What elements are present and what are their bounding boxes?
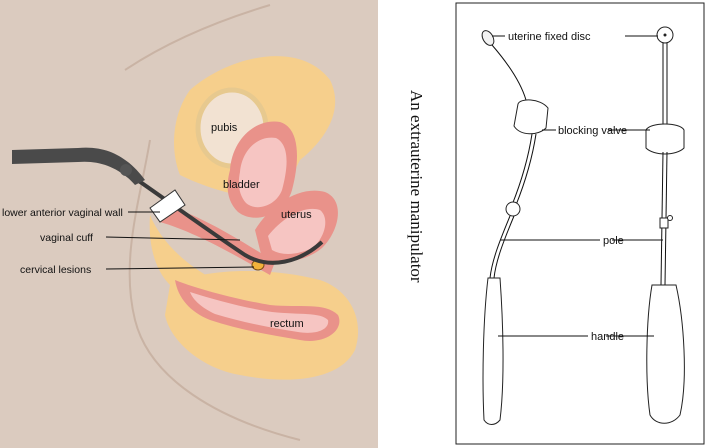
manipulator-title: An extrauterine manipulator	[407, 90, 426, 283]
uterus-cavity	[268, 208, 326, 254]
anatomy-panel: pubis bladder uterus rectum lower anteri…	[0, 0, 378, 448]
straight-manipulator-drawing	[645, 26, 685, 424]
label-lower-anterior-vaginal-wall: lower anterior vaginal wall	[2, 207, 123, 219]
straight-pole-screw	[667, 215, 673, 221]
straight-handle	[646, 284, 685, 424]
body-contour	[124, 4, 271, 71]
vaginal-blocking-cone	[149, 189, 186, 223]
label-uterus: uterus	[281, 209, 312, 221]
label-handle: handle	[591, 331, 624, 343]
inserted-manipulator-joint	[120, 164, 132, 176]
label-bladder: bladder	[223, 179, 260, 191]
rectum-lumen	[190, 292, 329, 333]
inserted-manipulator-handle	[12, 147, 145, 185]
curved-pole-upper-b	[515, 133, 537, 206]
label-cervical-lesions: cervical lesions	[20, 264, 91, 276]
manipulator-panel: uterine fixed disc blocking valve pole h…	[455, 2, 705, 445]
perineal-tissue	[149, 215, 215, 285]
label-uterine-fixed-disc: uterine fixed disc	[508, 31, 591, 43]
curved-valve	[513, 99, 549, 135]
label-pole: pole	[603, 235, 624, 247]
curved-handle	[482, 277, 504, 425]
label-rectum: rectum	[270, 318, 304, 330]
leader-vaginal-cuff	[105, 236, 241, 241]
straight-pole-clip	[659, 217, 669, 229]
curved-pole-upper-a	[511, 133, 533, 206]
curved-manipulator-drawing	[481, 30, 549, 425]
straight-valve	[645, 123, 685, 155]
curved-pole-lower-a	[489, 215, 511, 279]
label-blocking-valve: blocking valve	[558, 125, 627, 137]
curved-pole-lower-b	[493, 215, 515, 279]
curved-disc-stem	[491, 44, 527, 101]
bladder-lumen	[238, 137, 287, 208]
straight-disc-center	[663, 33, 667, 37]
leader-cervical-lesions	[105, 266, 255, 270]
inserted-manipulator-shaft	[118, 166, 324, 265]
label-vaginal-cuff: vaginal cuff	[40, 232, 93, 244]
label-pubis: pubis	[211, 122, 238, 134]
curved-joint	[505, 201, 521, 217]
perineum-contour	[128, 139, 301, 441]
